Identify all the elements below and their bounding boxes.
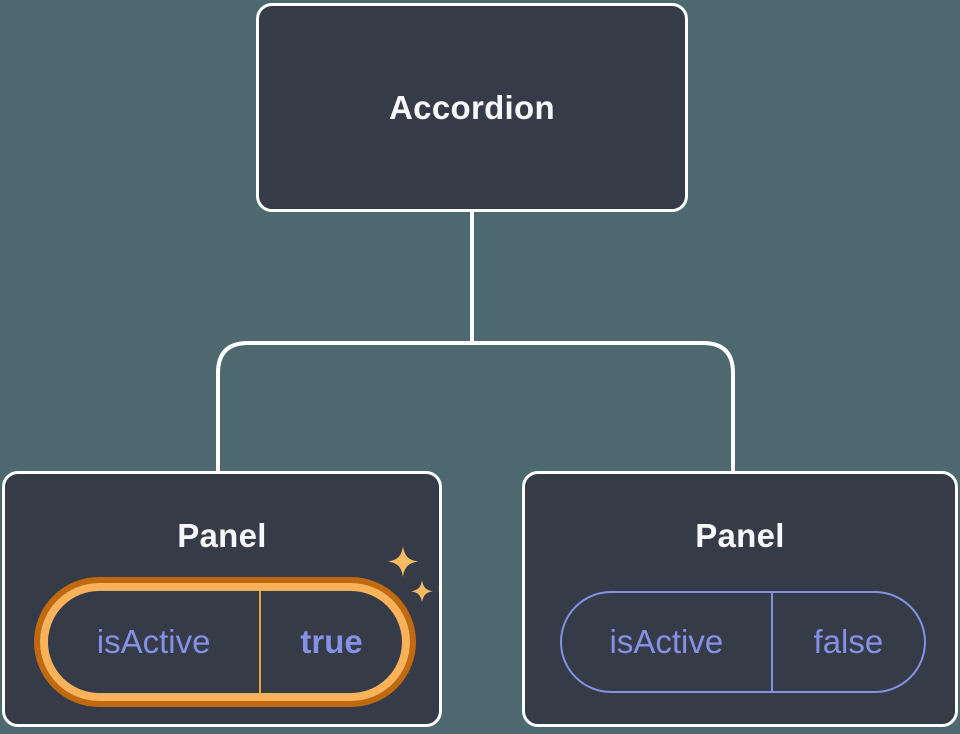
pill-divider bbox=[259, 591, 262, 693]
component-node-panel-inactive: Panel isActive false bbox=[522, 471, 958, 727]
sparkle-icon bbox=[388, 546, 418, 577]
component-node-accordion: Accordion bbox=[256, 3, 688, 212]
connector-bracket bbox=[216, 341, 735, 471]
state-name: isActive bbox=[96, 623, 211, 660]
state-pill-plain: isActive false bbox=[560, 591, 926, 693]
node-label: Accordion bbox=[389, 88, 555, 126]
sparkle-icons bbox=[388, 546, 433, 603]
pill-divider bbox=[770, 593, 773, 691]
node-label: Panel bbox=[695, 517, 785, 554]
node-label: Panel bbox=[177, 517, 267, 554]
state-pill-highlighted: isActive true bbox=[34, 577, 416, 707]
state-name: isActive bbox=[609, 623, 724, 660]
component-node-panel-active: Panel isActive true bbox=[2, 471, 442, 727]
sparkle-icon bbox=[411, 580, 433, 603]
state-pill-inner-ring: isActive true bbox=[40, 583, 410, 701]
state-value: false bbox=[813, 623, 884, 660]
state-value: true bbox=[300, 623, 363, 660]
